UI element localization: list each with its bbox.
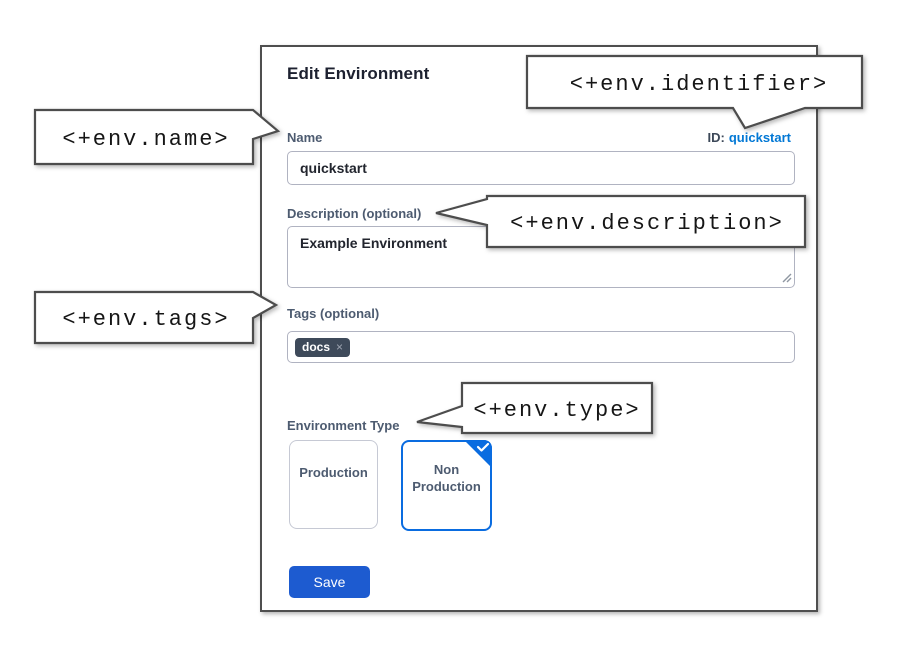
id-value-link[interactable]: quickstart [728, 130, 791, 145]
callout-env-tags: <+env.tags> [33, 290, 279, 345]
edit-environment-dialog: Edit Environment Name ID:quickstart Desc… [260, 45, 818, 612]
callout-env-name-bubble [33, 108, 281, 166]
identifier-row: ID:quickstart [708, 130, 791, 145]
dialog-title: Edit Environment [287, 64, 430, 83]
type-card-non-production-label: Non Production [412, 462, 481, 494]
save-button[interactable]: Save [289, 566, 370, 598]
tag-chip: docs × [295, 337, 351, 357]
description-field-wrap: Example Environment [287, 226, 795, 288]
id-label: ID: [707, 130, 725, 145]
tags-label: Tags (optional) [287, 306, 380, 321]
type-card-production-label: Production [299, 465, 368, 480]
name-input[interactable] [287, 151, 795, 185]
environment-type-cards: Production Non Production [289, 440, 492, 531]
description-label: Description (optional) [287, 206, 422, 221]
tag-chip-text: docs [302, 340, 331, 354]
type-card-production[interactable]: Production [289, 440, 378, 529]
name-label: Name [287, 130, 323, 145]
tag-remove-icon[interactable]: × [336, 340, 344, 354]
callout-env-tags-text: <+env.tags> [62, 307, 229, 332]
tags-input[interactable]: docs × [287, 331, 795, 363]
callout-env-name: <+env.name> [33, 108, 281, 166]
description-textarea[interactable]: Example Environment [287, 226, 795, 288]
type-card-non-production[interactable]: Non Production [401, 440, 492, 531]
callout-env-name-text: <+env.name> [62, 127, 229, 152]
callout-env-tags-bubble [33, 290, 279, 345]
environment-type-label: Environment Type [287, 418, 400, 433]
